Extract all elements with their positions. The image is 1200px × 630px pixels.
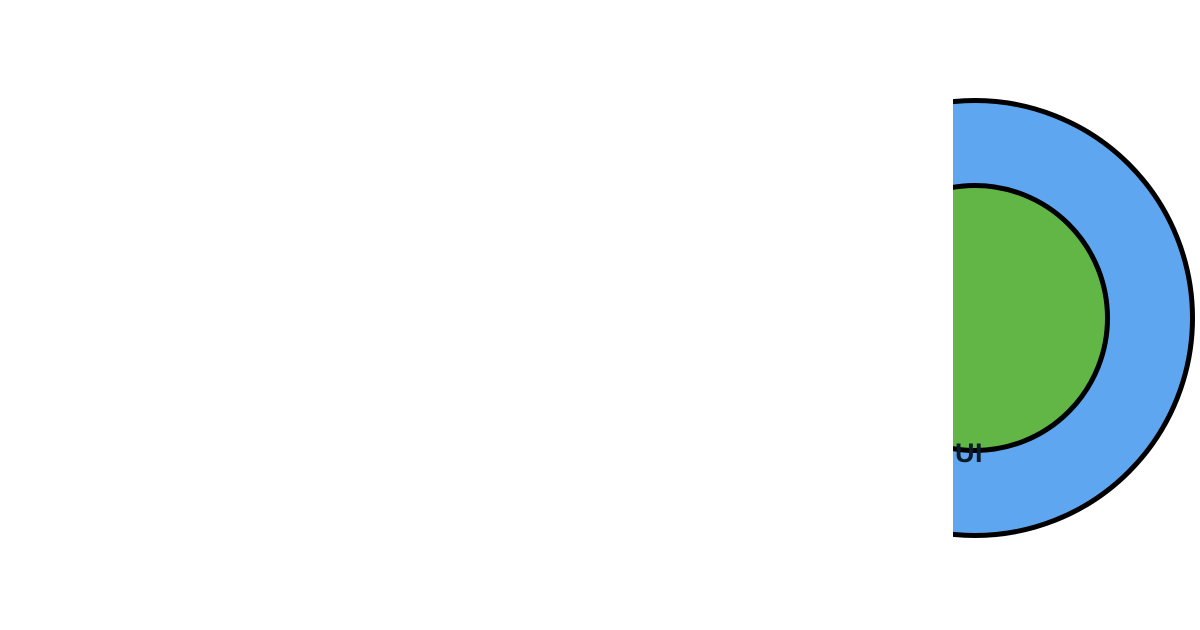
onion-left-clip-mask	[0, 0, 953, 630]
onion-label-ui: UI	[955, 438, 983, 468]
